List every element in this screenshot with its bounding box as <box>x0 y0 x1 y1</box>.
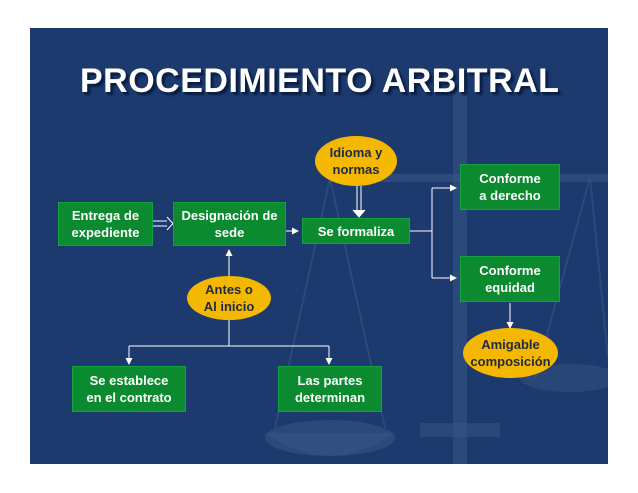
node-amigable-composicion: Amigable composición <box>463 328 558 378</box>
node-conforme-derecho: Conforme a derecho <box>460 164 560 210</box>
slide-title: PROCEDIMIENTO ARBITRAL <box>80 62 560 100</box>
node-label: Entrega de expediente <box>71 208 140 240</box>
node-label: Idioma y normas <box>329 145 383 177</box>
node-label: Amigable composición <box>470 337 551 369</box>
node-las-partes-determinan: Las partes determinan <box>278 366 382 412</box>
node-label: Se formaliza <box>317 223 395 239</box>
node-designacion-sede: Designación de sede <box>173 202 286 246</box>
node-label: Se establece en el contrato <box>86 373 172 405</box>
node-conforme-equidad: Conforme equidad <box>460 256 560 302</box>
node-label: Conforme a derecho <box>479 171 541 203</box>
node-label: Conforme equidad <box>479 263 541 295</box>
connector-lines <box>125 184 514 365</box>
node-label: Las partes determinan <box>294 373 366 405</box>
node-se-formaliza: Se formaliza <box>302 218 410 244</box>
slide-canvas: PROCEDIMIENTO ARBITRAL <box>30 28 608 464</box>
node-idioma-normas: Idioma y normas <box>315 136 397 186</box>
node-entrega-expediente: Entrega de expediente <box>58 202 153 246</box>
node-antes-inicio: Antes o Al inicio <box>187 276 271 320</box>
node-se-establece-contrato: Se establece en el contrato <box>72 366 186 412</box>
node-label: Designación de sede <box>181 208 278 240</box>
node-label: Antes o Al inicio <box>203 282 255 314</box>
